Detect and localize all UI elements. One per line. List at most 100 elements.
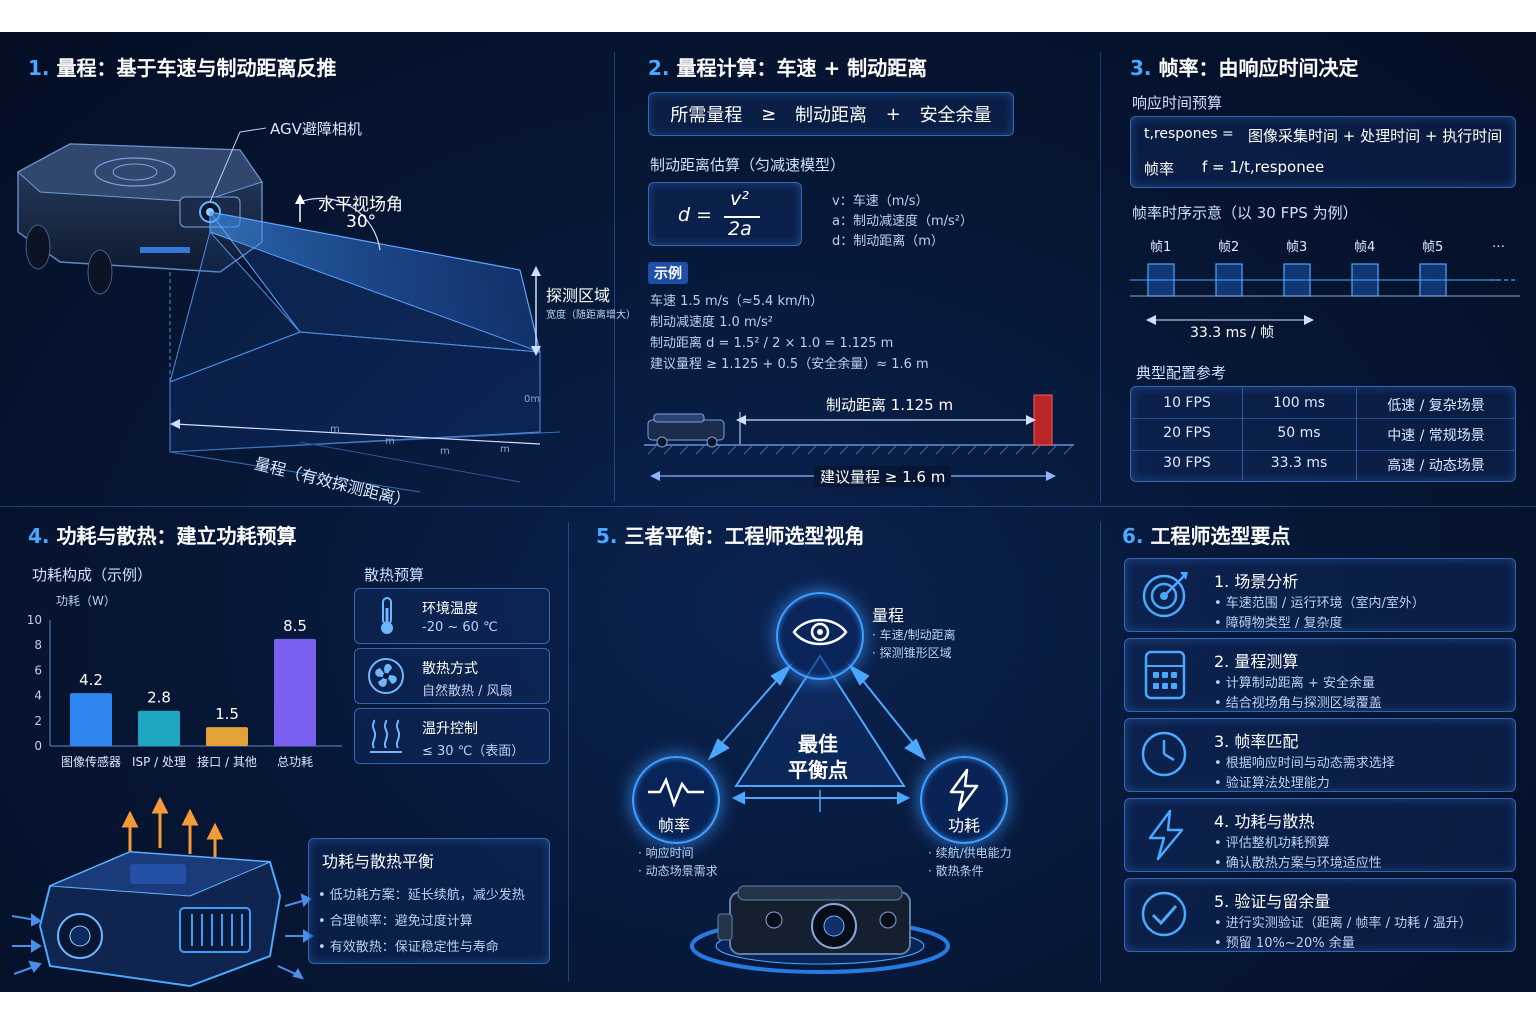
formula-den: 2a — [728, 218, 752, 240]
panel-range: 1. 量程：基于车速与制动距离反推 — [0, 32, 636, 511]
selection-item-5 — [1124, 878, 1516, 952]
chart-category-label-1: 图像传感器 — [61, 754, 121, 769]
selection-item-3-line-2: • 验证算法处理能力 — [1214, 776, 1330, 791]
tick-2: m — [385, 436, 395, 447]
panel3-number: 3. — [1130, 56, 1152, 80]
ineq-geq: ≥ — [761, 103, 777, 125]
heat-cooling-value: 自然散热 / 风扇 — [422, 684, 513, 699]
fov-value: 30° — [346, 212, 377, 232]
camera-label: AGV避障相机 — [270, 120, 362, 138]
frame-1: 帧1 — [1150, 240, 1172, 255]
chart-bar-1 — [70, 693, 112, 746]
formula-lhs: d = — [678, 204, 713, 226]
example-line-3: 制动距离 d = 1.5² / 2 × 1.0 = 1.125 m — [650, 336, 894, 351]
budget-label: 响应时间预算 — [1132, 94, 1223, 112]
panel2-title-text: 量程计算：车速 + 制动距离 — [676, 56, 928, 80]
formula-num: v² — [730, 188, 749, 210]
selection-item-3 — [1124, 718, 1516, 792]
heat-ambient-title: 环境温度 — [422, 601, 478, 617]
chart-category-label-4: 总功耗 — [277, 755, 313, 769]
panel2-title: 2. 量程计算：车速 + 制动距离 — [648, 52, 927, 81]
config-fps-3: 30 FPS — [1163, 455, 1211, 471]
selection-item-2-title: 2. 量程测算 — [1214, 652, 1299, 671]
example-line-1: 车速 1.5 m/s（≈5.4 km/h） — [650, 294, 824, 309]
center-line-1: 最佳 — [798, 732, 838, 756]
config-ms-3: 33.3 ms — [1270, 455, 1328, 471]
camera-heat-illustration — [11, 796, 314, 988]
legend-d: d：制动距离（m） — [832, 234, 944, 249]
panel1-number: 1. — [28, 56, 50, 80]
panel-range-calc: 2. 量程计算：车速 + 制动距离 所需量程 ≥ 制动距离 + 安全余量 制动距… — [614, 32, 1100, 506]
frame-3: 帧3 — [1286, 240, 1308, 255]
lightning-icon — [949, 768, 979, 812]
config-ms-2: 50 ms — [1277, 425, 1321, 441]
config-col-sep-1 — [1242, 388, 1243, 480]
budget-eq-lhs: t,respones = — [1144, 126, 1234, 142]
chart-ytick-0: 0 — [34, 739, 42, 753]
selection-item-4 — [1124, 798, 1516, 872]
balance-item-2: • 合理帧率：避免过度计算 — [318, 914, 473, 929]
balance-item-1: • 低功耗方案：延长续航，减少发热 — [318, 888, 525, 903]
config-scene-3: 高速 / 动态场景 — [1387, 458, 1485, 474]
brake-arrow-label: 制动距离 1.125 m — [826, 396, 954, 414]
example-tag: 示例 — [648, 262, 688, 284]
chart-ytick-6: 6 — [34, 663, 42, 677]
clock-icon — [1141, 731, 1187, 777]
agv-robot — [17, 143, 263, 295]
balance-title: 功耗与散热平衡 — [322, 852, 435, 871]
chart-value-label-2: 2.8 — [147, 689, 171, 707]
example-line-2: 制动减速度 1.0 m/s² — [650, 315, 773, 330]
fps-eq: f = 1/t,responee — [1202, 158, 1325, 176]
chart-bar-2 — [138, 710, 180, 746]
fps-label: 帧率 — [1144, 160, 1175, 178]
balance-item-3: • 有效散热：保证稳定性与寿命 — [318, 940, 499, 955]
panel-fps: 3. 帧率：由响应时间决定 响应时间预算 t,respones = 图像采集时间… — [1100, 32, 1536, 506]
legend-a: a：制动减速度（m/s²） — [832, 214, 973, 229]
node-power-item-1: · 续航/供电能力 — [928, 846, 1012, 860]
small-agv — [647, 413, 725, 448]
node-fps-item-1: · 响应时间 — [638, 846, 694, 860]
legend-v: v：车速（m/s） — [832, 194, 929, 209]
chart-bar-4 — [274, 638, 316, 746]
target-icon — [1142, 572, 1188, 618]
ineq-required-range: 所需量程 — [670, 105, 743, 126]
ineq-brake-distance: 制动距离 — [794, 105, 867, 126]
node-fps-title: 帧率 — [658, 816, 691, 835]
panel1-title: 1. 量程：基于车速与制动距离反推 — [28, 52, 336, 81]
selection-item-3-line-1: • 根据响应时间与动态需求选择 — [1214, 756, 1395, 771]
heat-temp-rise-title: 温升控制 — [422, 721, 478, 737]
panel3-title: 3. 帧率：由响应时间决定 — [1130, 52, 1358, 81]
agv-illustration — [17, 127, 561, 493]
heat-waves-icon — [370, 719, 402, 753]
chart-category-label-2: ISP / 处理 — [132, 755, 186, 769]
config-scene-2: 中速 / 常规场景 — [1387, 428, 1485, 444]
node-range-item-1: · 车速/制动距离 — [872, 628, 956, 642]
zone-sub: 宽度（随距离增大） — [546, 310, 636, 321]
tick-4: m — [500, 444, 510, 455]
node-power-title: 功耗 — [948, 816, 981, 835]
node-power-item-2: · 散热条件 — [928, 864, 984, 878]
panel6-number: 6. — [1122, 524, 1144, 548]
chart-bar-3 — [206, 727, 248, 746]
node-range — [776, 592, 864, 680]
chart-value-label-3: 1.5 — [215, 705, 239, 723]
panel-balance: 5. 三者平衡：工程师选型视角 — [568, 506, 1100, 992]
timing-label: 帧率时序示意（以 30 FPS 为例） — [1132, 204, 1358, 222]
zone-label: 探测区域 — [546, 286, 611, 305]
panel2-number: 2. — [648, 56, 670, 80]
chart-category-label-3: 接口 / 其他 — [197, 754, 257, 769]
frame-5: 帧5 — [1422, 240, 1444, 255]
panel1-title-text: 量程：基于车速与制动距离反推 — [56, 56, 337, 80]
chart-title: 功耗构成（示例） — [32, 566, 153, 584]
thermometer-icon — [381, 597, 393, 634]
config-fps-2: 20 FPS — [1163, 425, 1211, 441]
selection-item-2 — [1124, 638, 1516, 712]
heat-cooling-title: 散热方式 — [422, 661, 478, 677]
selection-item-1-title: 1. 场景分析 — [1214, 572, 1299, 591]
inequality-box: 所需量程 ≥ 制动距离 + 安全余量 — [648, 92, 1014, 136]
formula-box — [648, 182, 802, 246]
divider-v2 — [1100, 52, 1101, 502]
eye-icon — [792, 618, 848, 646]
panel6-title-text: 工程师选型要点 — [1150, 524, 1291, 548]
